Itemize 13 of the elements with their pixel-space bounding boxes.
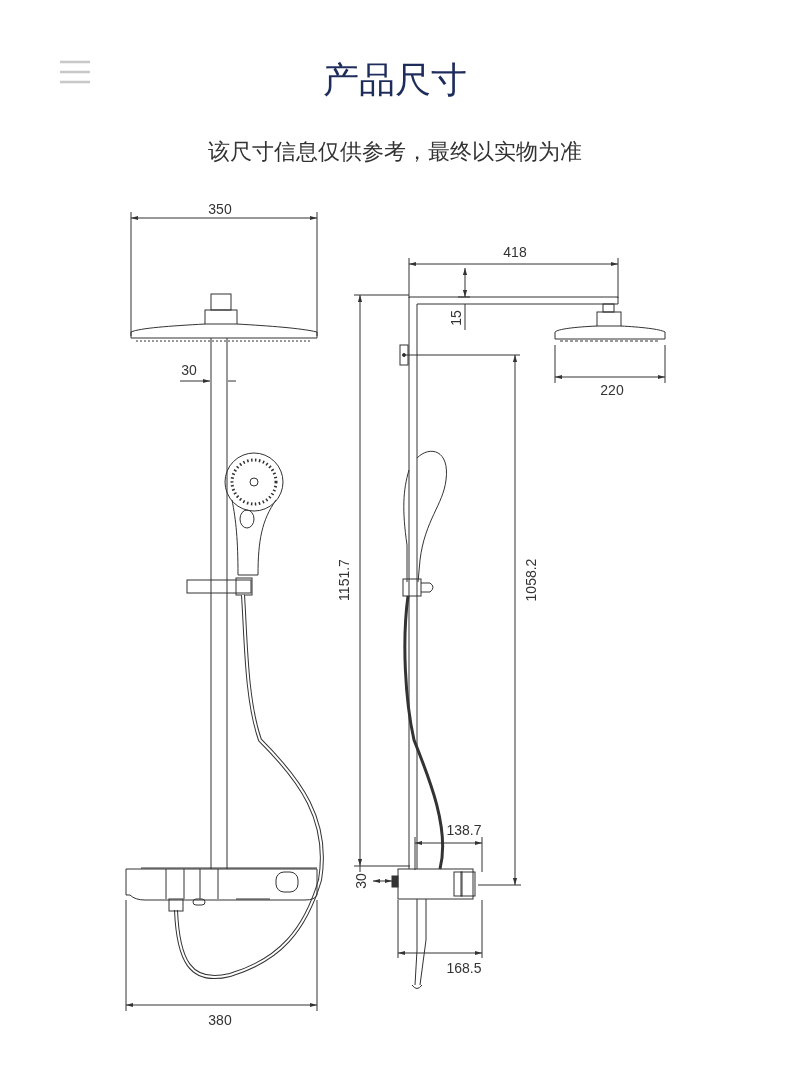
dimension-label: 1151.7 [337,559,351,601]
dimension-label: 220 [600,383,624,397]
dimension-label: 1058.2 [524,558,538,602]
dimension-label: 15 [449,310,463,326]
disclaimer-note: 该尺寸信息仅供参考，最终以实物为准 [208,141,582,163]
dimension-label: 138.7 [446,823,482,837]
dimension-label: 380 [208,1013,232,1027]
dimension-label: 168.5 [446,961,482,975]
dimension-label: 350 [208,202,232,216]
page-title: 产品尺寸 [323,62,467,98]
dimension-label: 30 [181,363,197,377]
dimension-label: 418 [503,245,527,259]
dimension-label: 30 [354,873,368,889]
